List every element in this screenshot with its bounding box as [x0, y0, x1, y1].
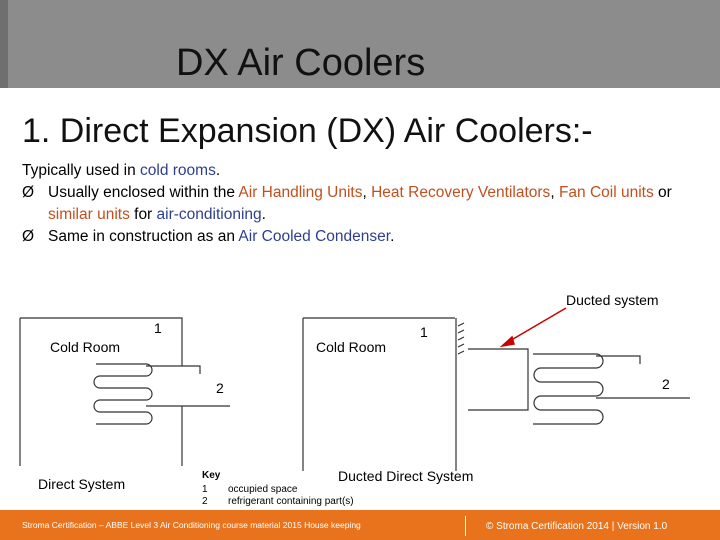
right-pipe-upper [596, 355, 641, 364]
key-1-text: occupied space [228, 484, 298, 495]
intro-suffix: . [215, 162, 221, 179]
left-marker-2: 2 [216, 380, 224, 396]
ducted-system-diagram [302, 317, 690, 471]
bullet1-text-2: , [362, 184, 372, 201]
direct-system-caption: Direct System [38, 476, 126, 492]
bullet1-link-similar: similar units [48, 206, 130, 223]
key-2-number: 2 [202, 496, 208, 507]
key-1-number: 1 [202, 484, 208, 495]
right-grille-marks [457, 322, 465, 355]
section-heading: 1. Direct Expansion (DX) Air Coolers:- [22, 112, 593, 150]
slide-title: DX Air Coolers [176, 42, 426, 84]
right-marker-2: 2 [662, 376, 670, 392]
key-title: Key [202, 470, 221, 481]
footer-version-text: © Stroma Certification 2014 | Version 1.… [486, 521, 668, 532]
left-room-outline [19, 317, 183, 466]
bullet-arrow-icon: Ø [22, 228, 35, 245]
bullet1-link-fan-coil: Fan Coil units [558, 184, 654, 201]
ducted-direct-system-caption: Ducted Direct System [338, 468, 474, 484]
bullet-item-2: Ø Same in construction as an Air Cooled C… [22, 226, 712, 248]
right-coil [533, 353, 604, 425]
bullet1-text-6: . [261, 206, 266, 223]
key-2-text: refrigerant containing part(s) [228, 496, 354, 507]
direct-system-diagram [19, 317, 230, 466]
right-room-outline [302, 317, 455, 471]
left-marker-1: 1 [154, 320, 162, 336]
footer-bar: Stroma Certification – ABBE Level 3 Air … [0, 510, 720, 540]
bullet1-text-1: Usually enclosed within the [48, 184, 239, 201]
ducted-system-callout-label: Ducted system [566, 292, 659, 308]
right-duct [468, 348, 529, 411]
bullet2-link-condenser: Air Cooled Condenser [238, 228, 391, 245]
dx-diagram-svg [19, 307, 690, 471]
right-room-label: Cold Room [316, 339, 387, 355]
bullet1-text-3: , [550, 184, 559, 201]
footer-course-text: Stroma Certification – ABBE Level 3 Air … [22, 520, 361, 530]
intro-line: Typically used in cold rooms. [22, 160, 712, 182]
bullet2-text-1: Same in construction as an [48, 228, 239, 245]
bullet1-text-4: or [653, 184, 672, 201]
left-coil [93, 363, 153, 425]
right-marker-1: 1 [420, 324, 428, 340]
ducted-callout-arrow [499, 307, 567, 348]
intro-link-cold-rooms: cold rooms [140, 162, 216, 179]
body-text: Typically used in cold rooms. Ø Usually e… [22, 160, 712, 248]
bullet2-text-2: . [390, 228, 395, 245]
bullet1-text-5: for [129, 206, 157, 223]
bullet1-link-ahu: Air Handling Units [238, 184, 363, 201]
intro-prefix: Typically used in [22, 162, 141, 179]
bullet1-link-hrv: Heat Recovery Ventilators [371, 184, 551, 201]
title-bar-accent [0, 0, 8, 88]
left-pipe-upper [146, 365, 201, 374]
bullet1-link-ac: air-conditioning [156, 206, 262, 223]
bullet-arrow-icon: Ø [22, 184, 35, 201]
title-bar: DX Air Coolers [0, 0, 720, 88]
bullet-item-1: Ø Usually enclosed within the Air Handlin… [22, 182, 712, 226]
left-room-label: Cold Room [50, 339, 121, 355]
footer-divider [465, 516, 466, 536]
dx-system-figure: Ducted system Cold Room Cold Room 1 2 1 … [0, 286, 720, 507]
